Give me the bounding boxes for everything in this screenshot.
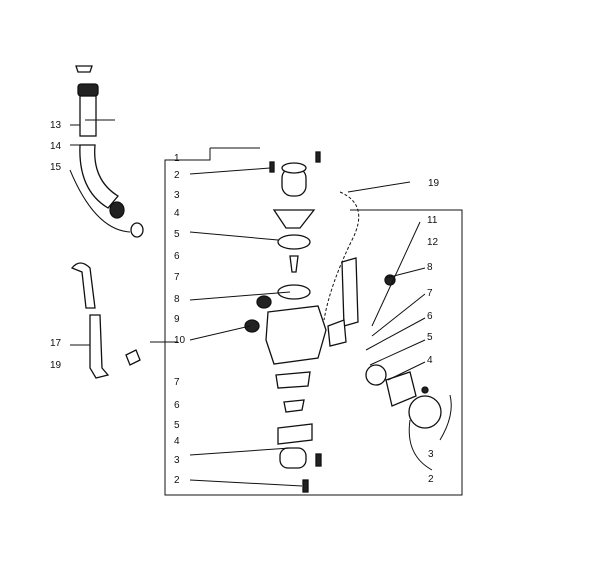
callout-9: 9 — [174, 314, 180, 325]
callout-15: 15 — [50, 162, 62, 173]
callout-5: 5 — [174, 229, 180, 240]
left-labels: 1 2 3 4 5 6 7 8 9 10 7 6 5 4 3 2 — [174, 153, 186, 486]
frame-bracket — [164, 147, 463, 496]
hose-labels: 13 14 15 17 19 — [50, 120, 62, 371]
callout-6b: 6 — [174, 400, 180, 411]
callout-4: 4 — [174, 208, 180, 219]
callout-1: 1 — [174, 153, 180, 164]
callout-r8: 8 — [427, 262, 433, 273]
callout-2b: 2 — [174, 475, 180, 486]
callout-8: 8 — [174, 294, 180, 305]
right-labels: 11 12 8 7 6 5 4 3 2 19 — [427, 178, 440, 485]
callout-10: 10 — [174, 335, 186, 346]
callout-14: 14 — [50, 141, 62, 152]
callout-r4: 4 — [427, 355, 433, 366]
callout-13: 13 — [50, 120, 62, 131]
callout-12: 12 — [427, 237, 439, 248]
callout-7: 7 — [174, 272, 180, 283]
callout-r6: 6 — [427, 311, 433, 322]
callout-r5: 5 — [427, 332, 433, 343]
callout-19: 19 — [428, 178, 440, 189]
valve-stack — [244, 151, 327, 493]
callout-2: 2 — [174, 170, 180, 181]
callout-7b: 7 — [174, 377, 180, 388]
hose-assembly — [75, 65, 144, 238]
callout-3: 3 — [174, 190, 180, 201]
callout-3b: 3 — [174, 455, 180, 466]
callout-17: 17 — [50, 338, 62, 349]
callout-11: 11 — [427, 215, 438, 226]
callout-r3: 3 — [428, 449, 434, 460]
callout-4b: 4 — [174, 436, 180, 447]
callout-6: 6 — [174, 251, 180, 262]
right-assembly — [327, 257, 442, 429]
callout-r7: 7 — [427, 288, 433, 299]
callout-r2: 2 — [428, 474, 434, 485]
leader-lines — [69, 124, 452, 487]
tube-assembly — [70, 262, 141, 379]
callout-5b: 5 — [174, 420, 180, 431]
callout-19b: 19 — [50, 360, 62, 371]
